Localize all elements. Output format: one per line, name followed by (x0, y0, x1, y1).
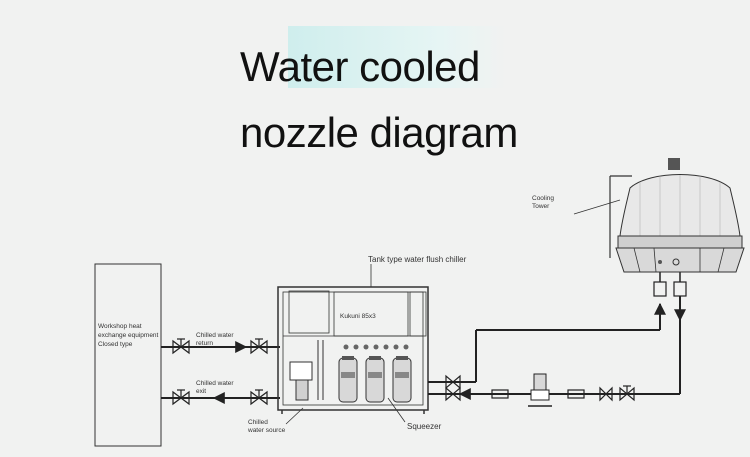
chiller-callout-label: Tank type water flush chiller (368, 255, 467, 264)
chilled-source-label-2: water source (247, 427, 286, 434)
diagram-title-line-1: Water cooled (240, 43, 480, 90)
chilled-source-label-1: Chilled (248, 419, 268, 426)
workshop-label-2: exchange equipment (98, 332, 159, 339)
workshop-label-1: Workshop heat (98, 323, 142, 330)
squeezer-label: Squeezer (407, 422, 442, 431)
tower-callout-line (573, 199, 621, 215)
chilled-exit-label-1: Chilled water (196, 380, 234, 387)
chilled-exit-label-2: exit (196, 388, 206, 395)
cooling-tower-label-1: Cooling (532, 195, 554, 202)
chilled-exit-pipe (161, 389, 280, 406)
tank-chiller-unit (277, 286, 429, 414)
cooling-tower (609, 158, 745, 273)
squeezer-callout-line (387, 397, 406, 423)
chilled-return-label-2: return (196, 340, 213, 347)
chiller-panel-label: Kukuni 85x3 (340, 313, 376, 320)
workshop-label-3: Closed type (98, 341, 133, 348)
chilled-return-pipe (161, 338, 280, 355)
workshop-equipment: Workshop heat exchange equipment Closed … (94, 263, 162, 447)
cooling-water-loop (428, 268, 687, 407)
cooling-tower-label-2: Tower (532, 203, 550, 210)
diagram-title-line-2: nozzle diagram (240, 109, 518, 156)
source-callout-line (285, 407, 304, 425)
title-highlight (288, 26, 506, 88)
chilled-return-label-1: Chilled water (196, 332, 234, 339)
